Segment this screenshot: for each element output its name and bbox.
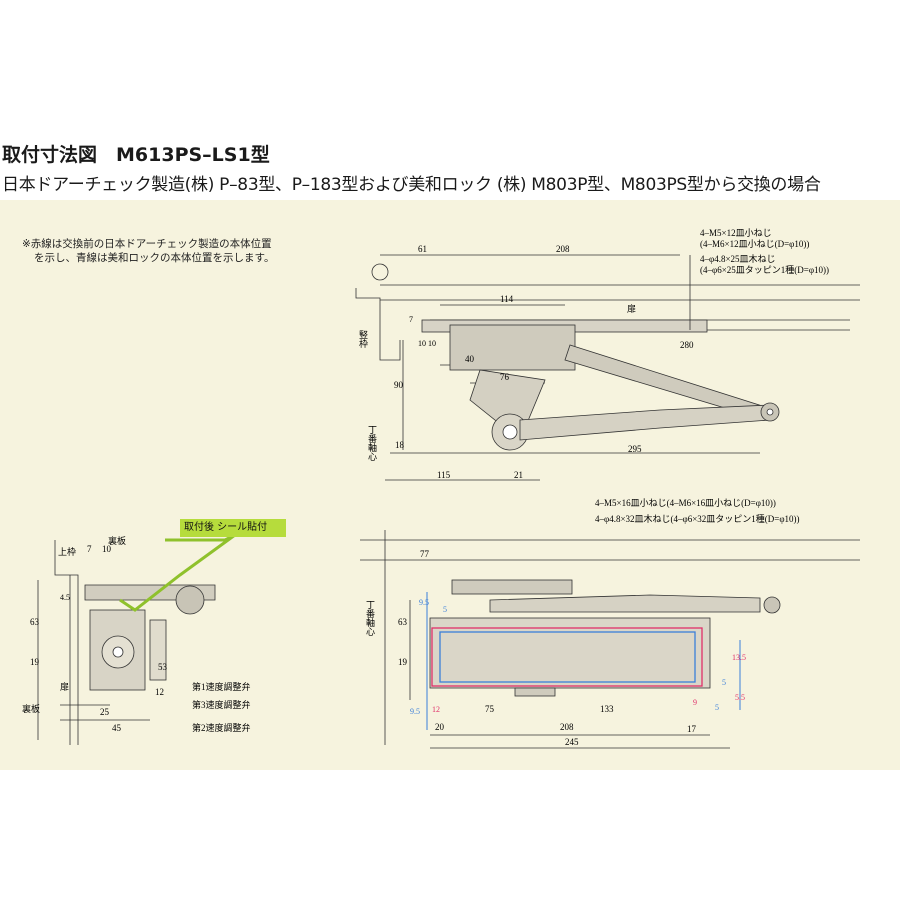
front-dim-5-5: 5.5 [735, 693, 745, 702]
front-dim-17: 17 [687, 724, 697, 734]
front-dim-77: 77 [420, 549, 430, 559]
upper-frame-label: 上枠 [58, 546, 76, 557]
dim-40: 40 [465, 354, 475, 364]
front-dim-245: 245 [565, 737, 579, 747]
front-hinge-axis-label: 丁番軸心 [365, 600, 375, 636]
front-dim-9-5-top: 9.5 [419, 598, 429, 607]
back-plate-label-2: 裏板 [22, 703, 40, 714]
front-screw-spec-1: 4–M5×16皿小ねじ(4–M6×16皿小ねじ(D=φ10)) [595, 498, 776, 508]
front-dim-5-right: 5 [722, 678, 726, 687]
front-dim-19: 19 [398, 657, 408, 667]
back-plate-label: 裏板 [108, 535, 126, 546]
page-bottom-margin [0, 770, 900, 900]
red-outline [431, 627, 703, 687]
front-dim-208: 208 [560, 722, 574, 732]
dim-115: 115 [437, 470, 451, 480]
valve-2-label: 第2速度調整弁 [192, 722, 251, 733]
dim-90: 90 [394, 380, 404, 390]
dim-18: 18 [395, 440, 405, 450]
dim-280: 280 [680, 340, 694, 350]
top-screw-spec-2b: (4–φ6×25皿タッピン1種(D=φ10)) [700, 265, 829, 275]
dim-21: 21 [514, 470, 523, 480]
hinge-axis-label: 丁番軸心 [367, 425, 377, 461]
side-dim-63: 63 [30, 617, 40, 627]
dim-114: 114 [500, 294, 514, 304]
dim-61: 61 [418, 244, 427, 254]
valve-3-label: 第3速度調整弁 [192, 699, 251, 710]
front-screw-spec-2: 4–φ4.8×32皿木ねじ(4–φ6×32皿タッピン1種(D=φ10)) [595, 513, 800, 524]
front-dim-9: 9 [693, 698, 697, 707]
note-line-1: ※赤線は交換前の日本ドアーチェック製造の本体位置 [22, 238, 272, 250]
sticker-leader-line [119, 533, 236, 612]
note-line-2: を示し、青線は美和ロックの本体位置を示します。 [34, 252, 275, 264]
side-dim-7: 7 [87, 544, 92, 554]
dim-208: 208 [556, 244, 570, 254]
drawing-subtitle: 日本ドアーチェック製造(株) P–83型、P–183型および美和ロック (株) … [2, 175, 821, 195]
blue-outline [439, 631, 696, 683]
top-screw-spec-1: 4–M5×12皿小ねじ [700, 228, 772, 238]
dim-76: 76 [500, 372, 510, 382]
side-dim-10: 10 [102, 544, 112, 554]
front-dim-5-top: 5 [443, 605, 447, 614]
dim-10b: 10 [428, 339, 436, 348]
front-dim-5-bottom: 5 [715, 703, 719, 712]
side-dim-12: 12 [155, 687, 164, 697]
side-dim-19: 19 [30, 657, 40, 667]
top-screw-spec-1b: (4–M6×12皿小ねじ(D=φ10)) [700, 239, 809, 249]
front-dim-133: 133 [600, 704, 614, 714]
page-heading [0, 0, 900, 200]
front-dim-9-5-bottom: 9.5 [410, 707, 420, 716]
color-legend-note: ※赤線は交換前の日本ドアーチェック製造の本体位置 を示し、青線は美和ロックの本体… [22, 237, 322, 265]
sticker-label: 取付後 シール貼付 [180, 519, 286, 537]
side-view [37, 540, 216, 745]
front-dim-12: 12 [432, 705, 440, 714]
top-view [355, 254, 860, 481]
front-view [360, 530, 860, 749]
top-screw-spec-2: 4–φ4.8×25皿木ねじ [700, 253, 776, 264]
side-dim-45: 45 [112, 723, 122, 733]
door-label: 扉 [627, 303, 636, 314]
valve-1-label: 第1速度調整弁 [192, 681, 251, 692]
front-dim-63: 63 [398, 617, 408, 627]
dim-10a: 10 [418, 339, 426, 348]
dim-295: 295 [628, 444, 642, 454]
front-dim-75: 75 [485, 704, 495, 714]
side-dim-25: 25 [100, 707, 110, 717]
dim-7: 7 [409, 315, 413, 324]
drawing-title: 取付寸法図 M613PS–LS1型 [2, 144, 270, 166]
frame-label: 竪枠 [358, 330, 368, 349]
side-dim-4-5: 4.5 [60, 593, 70, 602]
side-dim-53: 53 [158, 662, 168, 672]
door-label-side: 扉 [60, 681, 69, 692]
front-dim-13-5: 13.5 [732, 653, 746, 662]
front-dim-20: 20 [435, 722, 445, 732]
